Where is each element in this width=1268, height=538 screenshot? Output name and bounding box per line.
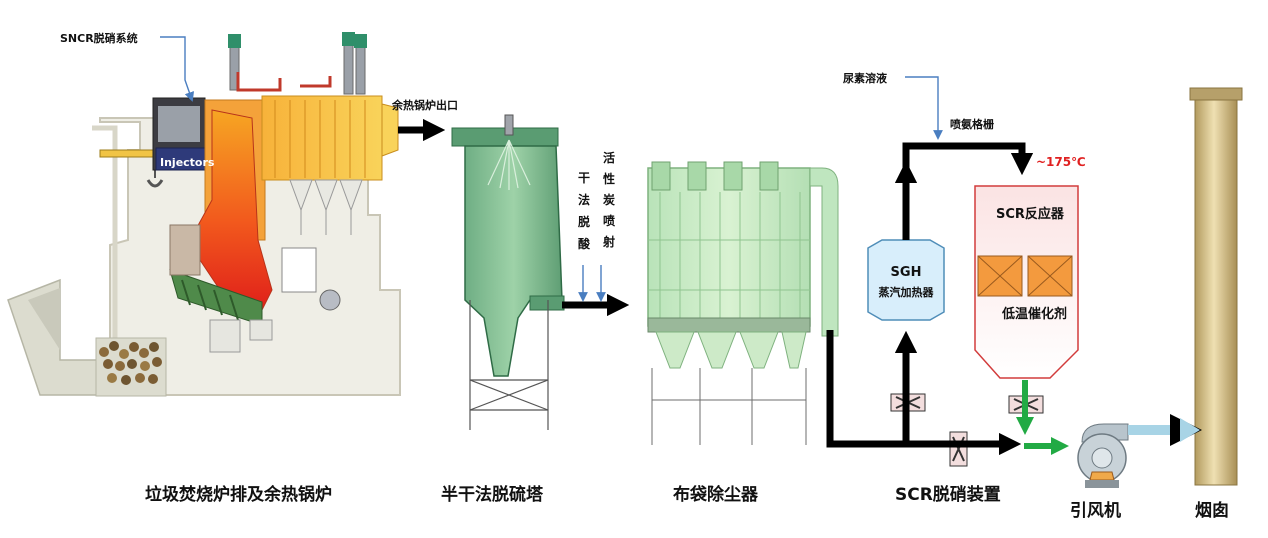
induced-draft-fan — [1077, 423, 1129, 488]
activated-carbon-char: 性 — [602, 171, 615, 186]
urea-label: 尿素溶液 — [843, 71, 888, 85]
urea-callout-line — [905, 76, 943, 140]
dry-deacid-char: 干 — [578, 171, 590, 185]
stage-label-incinerator: 垃圾焚烧炉排及余热锅炉 — [145, 484, 332, 505]
sncr-label: SNCR脱硝系统 — [60, 31, 138, 45]
activated-carbon-char: 喷 — [603, 213, 615, 228]
baghouse-illustration — [647, 161, 839, 445]
ammonia-grid-label: 喷氨格栅 — [950, 117, 994, 131]
chimney-illustration — [1189, 87, 1243, 486]
scr-reactor — [974, 185, 1079, 379]
flow-pipe-baghouse-down — [826, 330, 1022, 456]
stage-label-scr: SCR脱硝装置 — [895, 484, 1001, 505]
scr-reactor-label: SCR反应器 — [996, 206, 1065, 222]
sgh-heater-label: 蒸汽加热器 — [879, 285, 935, 299]
dry-deacid-char: 酸 — [578, 236, 591, 251]
activated-carbon-char: 活 — [603, 150, 615, 165]
stage-label-fan: 引风机 — [1070, 500, 1121, 521]
catalyst-label: 低温催化剂 — [1001, 306, 1067, 322]
damper — [949, 431, 968, 467]
dry-deacid-label: 干 法 脱 酸 — [578, 171, 591, 251]
stage-label-scrubber: 半干法脱硫塔 — [441, 484, 544, 505]
dry-deacid-char: 脱 — [578, 214, 590, 229]
sgh-label: SGH — [891, 265, 922, 280]
stage-label-baghouse: 布袋除尘器 — [673, 484, 759, 505]
waste-pile — [99, 341, 162, 385]
activated-carbon-label: 活 性 炭 喷 射 — [602, 150, 615, 249]
injectors-label: Injectors — [160, 156, 215, 169]
boiler-outlet-label: 余热锅炉出口 — [391, 98, 458, 112]
catalyst-block — [977, 255, 1073, 297]
sncr-callout-line — [160, 36, 195, 102]
temperature-label: ~175℃ — [1036, 155, 1086, 169]
activated-carbon-char: 射 — [602, 234, 615, 249]
dry-deacid-char: 法 — [578, 192, 590, 207]
sgh-heater — [867, 239, 945, 321]
incinerator-illustration — [7, 32, 401, 397]
stage-label-chimney: 烟囱 — [1195, 500, 1229, 521]
scrubber-tower-illustration — [451, 114, 565, 430]
activated-carbon-char: 炭 — [603, 192, 615, 207]
